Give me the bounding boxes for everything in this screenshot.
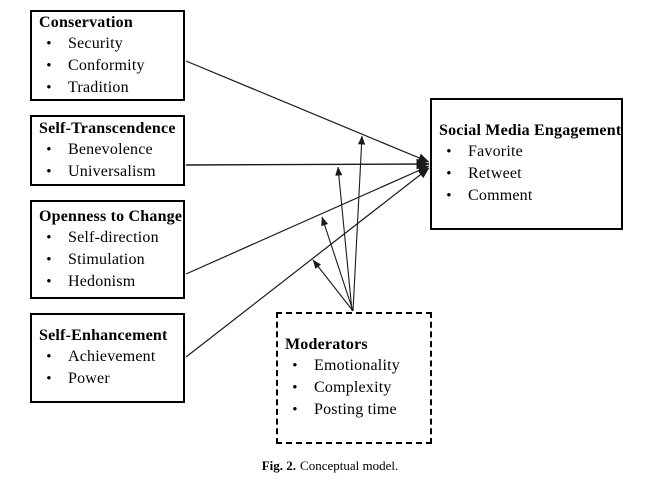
list-item-label: Achievement xyxy=(68,348,156,365)
bullet-icon: • xyxy=(46,349,52,365)
list-item: • Hedonism xyxy=(32,271,183,293)
list-item: • Conformity xyxy=(32,55,183,77)
list-item: • Benevolence xyxy=(32,139,183,161)
list-item: • Universalism xyxy=(32,161,183,183)
bullet-icon: • xyxy=(46,273,52,290)
box-conservation: Conservation • Security • Conformity • T… xyxy=(30,10,185,101)
list-item-label: Emotionality xyxy=(314,357,400,374)
list-item-label: Favorite xyxy=(468,143,523,160)
box-title: Social Media Engagement xyxy=(439,122,622,139)
bullet-icon: • xyxy=(46,141,52,158)
list-item: • Self-direction xyxy=(32,227,183,249)
list-item-label: Conformity xyxy=(68,56,145,74)
moderator-arrow-to-conservation-path xyxy=(352,135,366,312)
bullet-icon: • xyxy=(46,57,52,74)
list-item: • Security xyxy=(32,33,183,55)
bullet-icon: • xyxy=(46,79,52,96)
arrow-openness-to-engagement xyxy=(185,165,430,275)
box-title: Conservation xyxy=(39,13,133,31)
bullet-icon: • xyxy=(446,144,452,160)
box-social-media-engagement: Social Media Engagement • Favorite • Ret… xyxy=(430,98,623,230)
list-item-label: Complexity xyxy=(314,379,392,396)
bullet-icon: • xyxy=(46,163,52,180)
box-title: Self-Enhancement xyxy=(39,327,168,344)
list-item-label: Power xyxy=(68,370,110,387)
list-item: • Comment xyxy=(432,185,621,207)
arrow-self-transcendence-to-engagement xyxy=(185,158,430,170)
list-item: • Posting time xyxy=(278,399,430,421)
list-item: • Retweet xyxy=(432,163,621,185)
list-item-label: Security xyxy=(68,34,123,52)
box-title: Moderators xyxy=(285,336,368,353)
list-item-label: Tradition xyxy=(68,78,129,96)
caption-label: Fig. 2. xyxy=(261,458,297,473)
list-item-label: Stimulation xyxy=(68,250,145,268)
bullet-list: • Emotionality • Complexity • Posting ti… xyxy=(278,355,430,421)
bullet-icon: • xyxy=(292,380,298,396)
bullet-icon: • xyxy=(46,251,52,268)
list-item-label: Universalism xyxy=(68,162,156,180)
bullet-list: • Self-direction • Stimulation • Hedonis… xyxy=(32,227,183,293)
figure-caption: Fig. 2.Conceptual model. xyxy=(0,458,660,474)
bullet-icon: • xyxy=(46,35,52,52)
list-item: • Achievement xyxy=(32,346,183,368)
box-title: Openness to Change xyxy=(39,207,183,225)
moderator-arrow-to-openness-path xyxy=(321,216,354,312)
bullet-list: • Security • Conformity • Tradition xyxy=(32,33,183,99)
list-item: • Favorite xyxy=(432,141,621,163)
list-item-label: Benevolence xyxy=(68,140,153,158)
bullet-icon: • xyxy=(446,166,452,182)
bullet-list: • Favorite • Retweet • Comment xyxy=(432,141,621,207)
list-item-label: Retweet xyxy=(468,165,522,182)
caption-text: Conceptual model. xyxy=(300,458,399,473)
box-self-enhancement: Self-Enhancement • Achievement • Power xyxy=(30,313,185,403)
bullet-icon: • xyxy=(446,188,452,204)
arrow-self-enhancement-to-engagement xyxy=(185,167,430,358)
bullet-icon: • xyxy=(292,358,298,374)
box-openness-to-change: Openness to Change • Self-direction • St… xyxy=(30,200,185,299)
arrow-conservation-to-engagement xyxy=(185,60,430,163)
bullet-list: • Achievement • Power xyxy=(32,346,183,390)
bullet-icon: • xyxy=(46,229,52,246)
moderator-arrow-to-self-enhancement-path xyxy=(312,259,354,312)
list-item: • Stimulation xyxy=(32,249,183,271)
box-title: Self-Transcendence xyxy=(39,119,176,137)
box-moderators: Moderators • Emotionality • Complexity •… xyxy=(276,312,432,444)
list-item: • Tradition xyxy=(32,77,183,99)
moderator-arrow-to-self-transcendence-path xyxy=(335,166,353,312)
list-item: • Complexity xyxy=(278,377,430,399)
list-item-label: Posting time xyxy=(314,401,397,418)
list-item-label: Self-direction xyxy=(68,228,159,246)
bullet-icon: • xyxy=(292,402,298,418)
bullet-list: • Benevolence • Universalism xyxy=(32,139,183,183)
list-item-label: Hedonism xyxy=(68,272,136,290)
list-item: • Emotionality xyxy=(278,355,430,377)
box-self-transcendence: Self-Transcendence • Benevolence • Unive… xyxy=(30,115,185,186)
bullet-icon: • xyxy=(46,371,52,387)
list-item-label: Comment xyxy=(468,187,533,204)
list-item: • Power xyxy=(32,368,183,390)
